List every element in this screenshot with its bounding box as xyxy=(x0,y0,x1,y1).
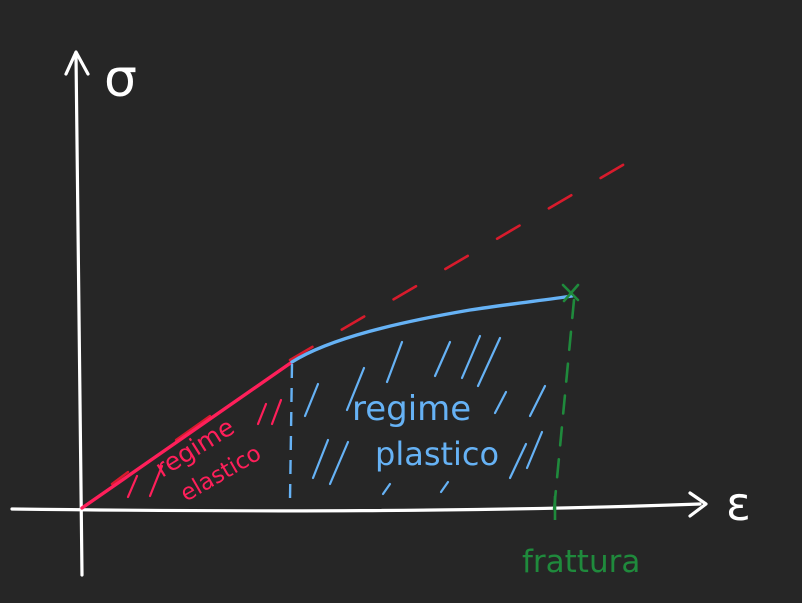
plastic-region-label: regime plastico xyxy=(352,389,499,473)
fracture-dashed-line xyxy=(552,298,576,512)
fracture-point-marker xyxy=(561,283,580,303)
x-axis-line xyxy=(10,502,702,513)
y-axis-label: σ xyxy=(104,49,137,109)
x-axis-arrowhead xyxy=(688,491,708,518)
plastic-label-line2: plastico xyxy=(375,435,499,473)
y-axis xyxy=(64,50,90,577)
y-axis-arrowhead xyxy=(64,50,90,76)
elastic-tangent-dashes xyxy=(110,414,212,486)
y-axis-line xyxy=(74,53,84,577)
x-axis-label: ε xyxy=(726,477,751,531)
elastic-plastic-boundary xyxy=(288,363,294,501)
plastic-label-line1: regime xyxy=(352,389,471,429)
elastic-extension-dashed-line xyxy=(288,153,642,362)
elastic-region-hatching xyxy=(126,398,283,499)
elastic-curve xyxy=(80,360,294,510)
plastic-region-hatching xyxy=(303,334,547,496)
plastic-curve xyxy=(290,294,574,364)
elastic-region-label: regime elastico xyxy=(150,412,266,507)
x-axis xyxy=(10,491,708,518)
fracture-label: frattura xyxy=(522,544,640,580)
